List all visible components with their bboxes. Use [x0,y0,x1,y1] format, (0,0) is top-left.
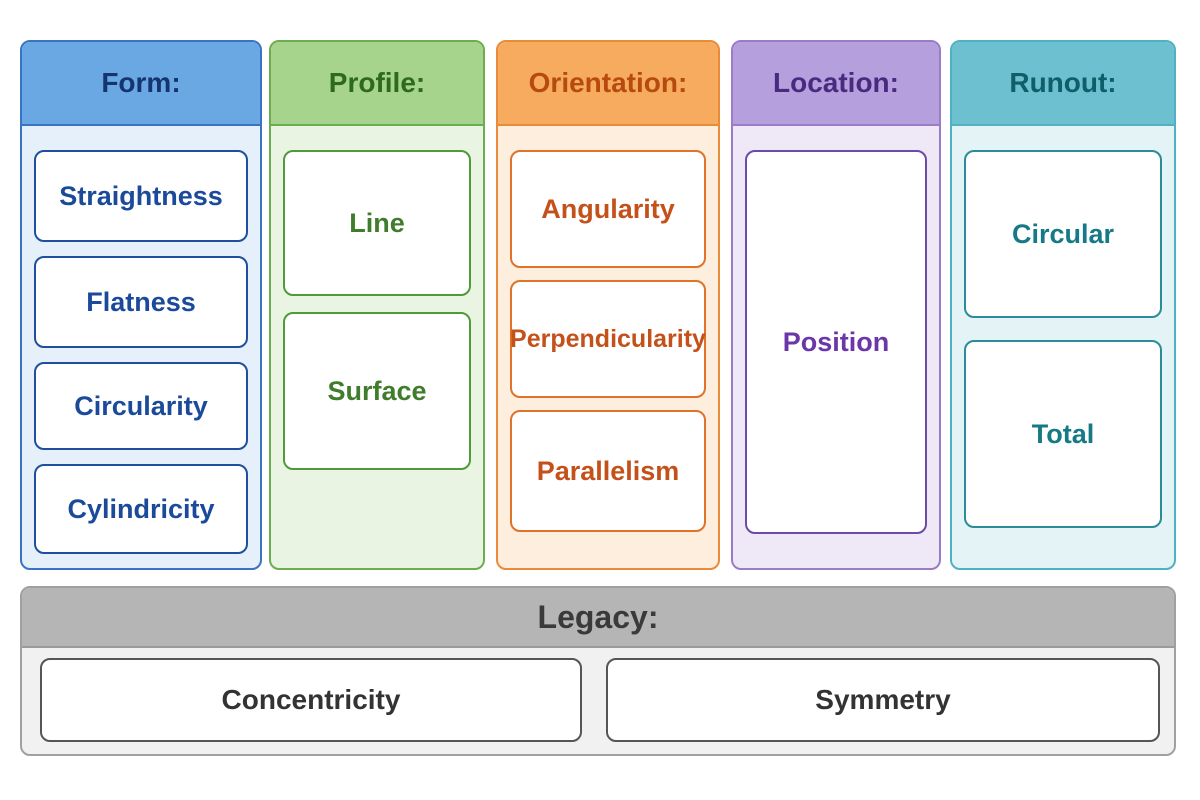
line-box: Line [283,150,471,296]
total-box: Total [964,340,1162,528]
runout-column: Runout: Circular Total [950,40,1176,570]
parallelism-box: Parallelism [510,410,706,532]
location-header: Location: [733,42,939,126]
cylindricity-box: Cylindricity [34,464,248,554]
form-column: Form: Straightness Flatness Circularity … [20,40,262,570]
angularity-box: Angularity [510,150,706,268]
orientation-header: Orientation: [498,42,718,126]
location-column: Location: Position [731,40,941,570]
runout-header: Runout: [952,42,1174,126]
location-body: Position [733,126,939,568]
circularity-box: Circularity [34,362,248,450]
profile-header: Profile: [271,42,483,126]
perpendicularity-box: Perpendicularity [510,280,706,398]
runout-body: Circular Total [952,126,1174,568]
form-header: Form: [22,42,260,126]
orientation-body: Angularity Perpendicularity Parallelism [498,126,718,568]
legacy-panel: Legacy: Concentricity Symmetry [20,586,1176,756]
legacy-header: Legacy: [22,588,1174,648]
straightness-box: Straightness [34,150,248,242]
surface-box: Surface [283,312,471,470]
symmetry-box: Symmetry [606,658,1160,742]
profile-body: Line Surface [271,126,483,568]
circular-box: Circular [964,150,1162,318]
profile-column: Profile: Line Surface [269,40,485,570]
flatness-box: Flatness [34,256,248,348]
position-box: Position [745,150,927,534]
concentricity-box: Concentricity [40,658,582,742]
orientation-column: Orientation: Angularity Perpendicularity… [496,40,720,570]
form-body: Straightness Flatness Circularity Cylind… [22,126,260,568]
